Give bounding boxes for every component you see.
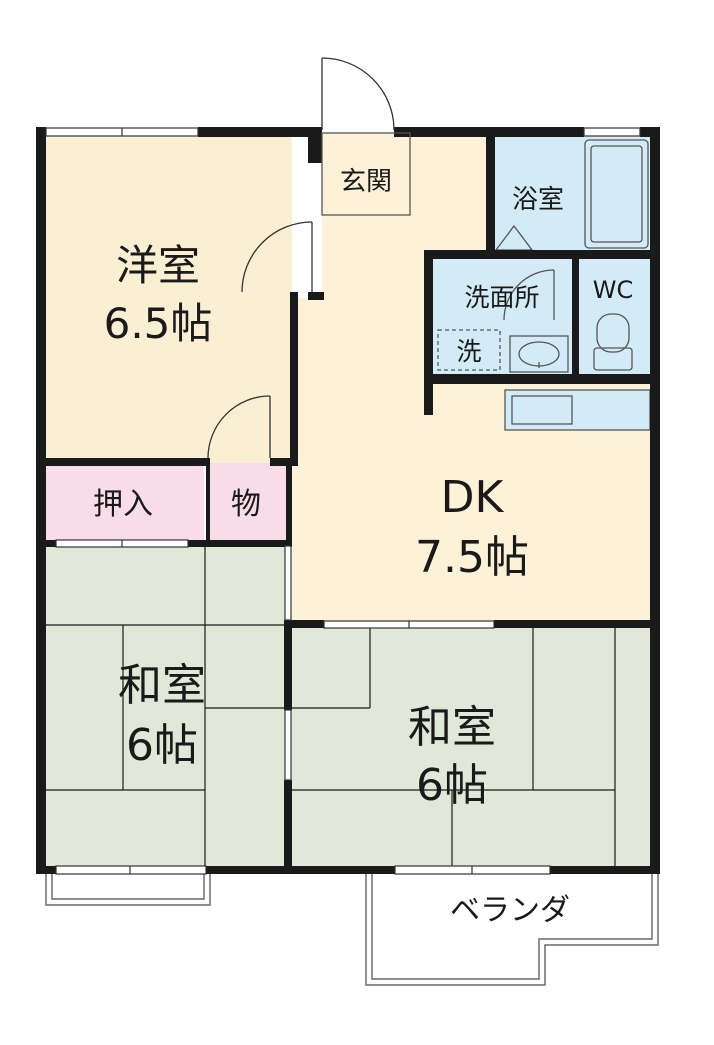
windows [45,127,641,875]
toilet-tank [593,347,633,371]
japanese-room-left-name: 和室 [118,660,206,711]
fixtures [437,139,651,431]
walls [36,127,660,874]
wc-label: WC [593,276,634,304]
bath-label: 浴室 [512,185,564,215]
closet-label: 押入 [93,487,153,522]
bathtub [584,139,649,249]
washer [437,329,501,371]
toilet-bowl [596,313,630,353]
sink [509,335,569,373]
labels: 洋室 6.5帖 玄関 浴室 洗面所 洗 WC DK 7.5帖 押入 物 和室 6… [93,167,633,928]
washroom-floor [432,258,572,378]
storage-floor [208,463,288,543]
dk-name: DK [441,472,505,523]
western-room-size: 6.5帖 [104,299,213,348]
japanese-room-right-name: 和室 [408,702,496,753]
tatami-lines [42,545,616,870]
balcony-label: ベランダ [450,893,570,928]
japanese-room-right-floor [290,627,652,870]
closet-floor [42,463,204,543]
western-room-floor [42,133,292,463]
entrance-label: 玄関 [340,167,392,197]
washer-label: 洗 [456,337,481,366]
japanese-room-left-size: 6帖 [126,720,198,771]
storage-label: 物 [231,487,261,522]
storage-door [207,395,271,459]
kitchen-counter [504,389,651,431]
balcony [45,872,659,986]
washroom-label: 洗面所 [464,283,539,312]
entrance-door [321,57,395,131]
western-room-door [241,221,313,293]
western-room-name: 洋室 [116,241,200,290]
dk-floor [292,133,652,625]
doors [207,57,411,459]
japanese-room-right-size: 6帖 [416,760,488,811]
dk-size: 7.5帖 [415,532,529,583]
wc-floor [576,258,652,378]
